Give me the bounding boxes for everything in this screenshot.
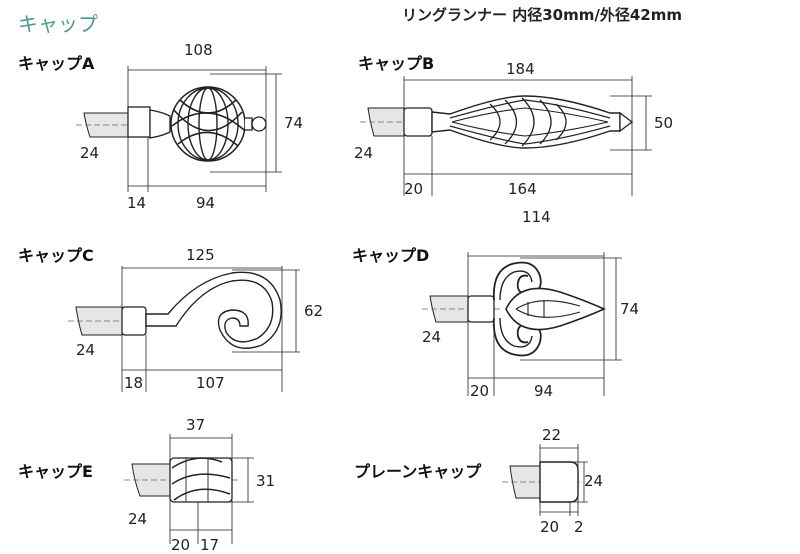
cap-c-width: 125 bbox=[186, 246, 215, 264]
cap-b-width: 184 bbox=[506, 60, 535, 78]
cap-e-width: 37 bbox=[186, 416, 206, 434]
cap-e-pipe: 24 bbox=[128, 510, 148, 528]
cap-c-height: 62 bbox=[304, 302, 324, 320]
cap-b-drawing bbox=[360, 76, 652, 196]
cap-a-socket: 14 bbox=[127, 194, 147, 212]
plain-cap-width: 22 bbox=[542, 426, 562, 444]
cap-a-width: 108 bbox=[184, 41, 213, 59]
cap-e-socket: 20 bbox=[171, 536, 191, 554]
cap-d-socket: 20 bbox=[470, 382, 490, 400]
cap-a-label: キャップA bbox=[18, 54, 95, 73]
cap-d-height: 74 bbox=[620, 300, 640, 318]
cap-e-finial: 17 bbox=[200, 536, 220, 554]
cap-a-height: 74 bbox=[284, 114, 304, 132]
plain-cap-socket: 20 bbox=[540, 518, 560, 536]
cap-b-socket: 20 bbox=[404, 180, 424, 198]
cap-b-label: キャップB bbox=[358, 54, 435, 73]
plain-cap-label: プレーンキャップ bbox=[354, 462, 482, 481]
cap-d-drawing bbox=[422, 252, 622, 396]
plain-cap-drawing bbox=[502, 444, 588, 516]
cap-a-drawing bbox=[76, 66, 282, 192]
ring-runner-spec: リングランナー 内径30mm/外径42mm bbox=[402, 6, 682, 24]
cap-b-finial: 164 bbox=[508, 180, 537, 198]
cap-e-label: キャップE bbox=[18, 462, 93, 481]
cap-c-pipe: 24 bbox=[76, 341, 96, 359]
cap-b-height: 50 bbox=[654, 114, 674, 132]
cap-c-finial: 107 bbox=[196, 374, 225, 392]
page-title: キャップ bbox=[18, 12, 98, 36]
cap-d-label: キャップD bbox=[352, 246, 430, 265]
cap-c-label: キャップC bbox=[18, 246, 94, 265]
cap-e-height: 31 bbox=[256, 472, 276, 490]
cap-a-pipe: 24 bbox=[80, 144, 100, 162]
cap-d-pipe: 24 bbox=[422, 328, 442, 346]
cap-d-finial: 94 bbox=[534, 382, 554, 400]
cap-b-pipe: 24 bbox=[354, 144, 374, 162]
plain-cap-rim: 2 bbox=[574, 518, 584, 536]
cap-a-finial: 94 bbox=[196, 194, 216, 212]
cap-c-drawing bbox=[68, 266, 300, 392]
cap-c-socket: 18 bbox=[124, 374, 144, 392]
plain-cap-height: 24 bbox=[584, 472, 604, 490]
cap-e-drawing bbox=[124, 434, 254, 544]
cap-d-width: 114 bbox=[522, 208, 551, 226]
